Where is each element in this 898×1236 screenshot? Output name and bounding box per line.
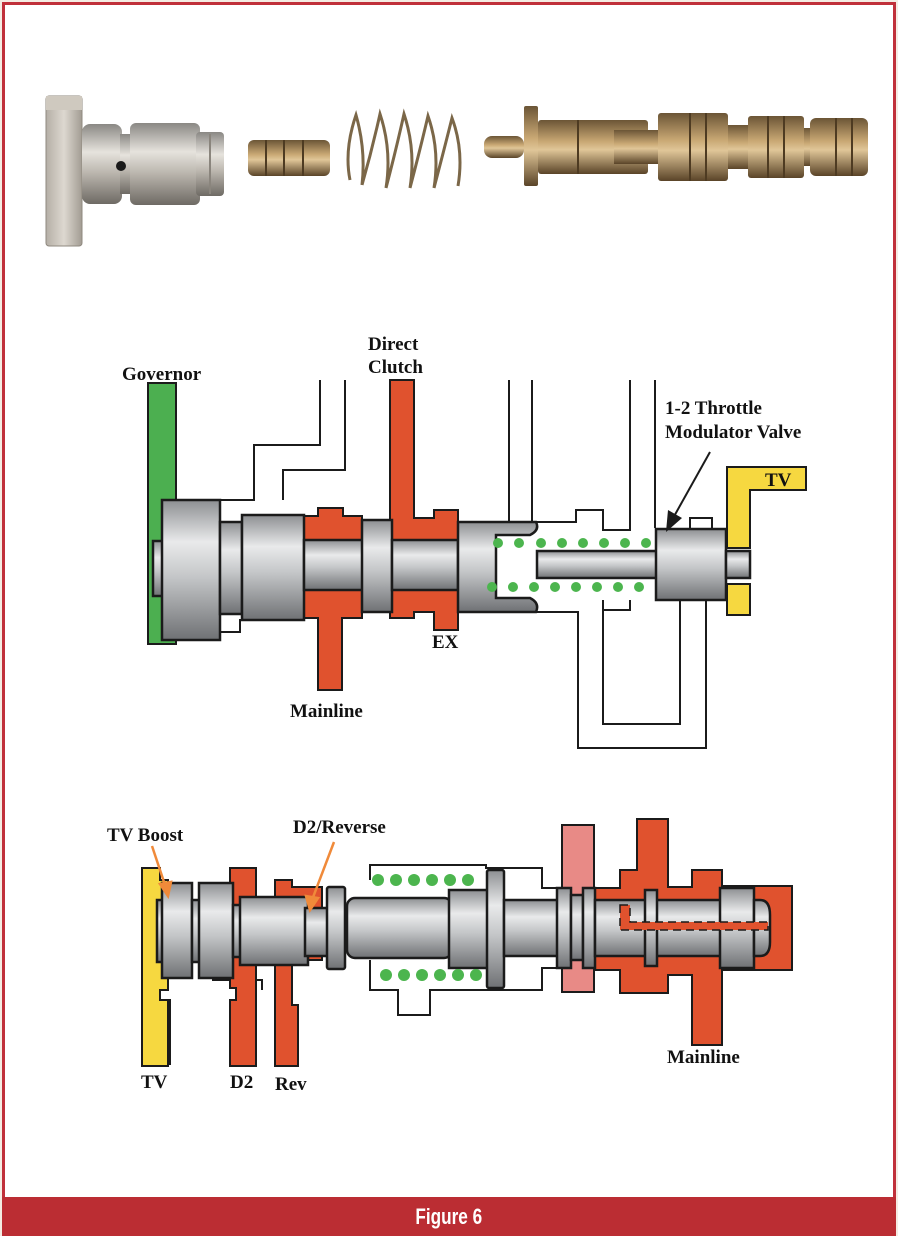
ex-label: EX (432, 632, 459, 653)
lower-tv-label: TV (141, 1072, 168, 1093)
upper-passage-outlines (178, 380, 713, 749)
governor-label: Governor (122, 364, 202, 385)
tv-label: TV (765, 470, 792, 491)
valve-parts-photo (45, 95, 868, 247)
small-spool-part (248, 140, 330, 176)
tv-boost-arrowhead-icon (157, 880, 173, 900)
mainline-label: Mainline (290, 701, 363, 722)
figure-caption-bar: Figure 6 (2, 1197, 896, 1236)
figure-caption: Figure 6 (415, 1203, 483, 1229)
d2-reverse-arrowhead-icon (304, 894, 321, 913)
valve-leader-arrow (666, 451, 711, 532)
d2-reverse-leader-arrow (310, 841, 336, 901)
d2-reverse-label: D2/Reverse (293, 817, 386, 838)
upper-spring-coils (487, 538, 651, 592)
lower-spool-valve (155, 868, 772, 990)
lower-spring-coils (372, 874, 482, 981)
lower-valve-diagram: TV Boost D2/Reverse TV D2 Rev Mainline (107, 817, 793, 1095)
direct-clutch-label-line2: Clutch (368, 357, 423, 378)
spring-part (346, 108, 462, 189)
upper-spool-valve (151, 498, 752, 642)
valve-label-line2: Modulator Valve (665, 422, 801, 443)
direct-clutch-oil-passage (389, 379, 459, 631)
mainline-oil-passage (302, 507, 363, 691)
d2-label: D2 (230, 1072, 253, 1093)
valve-sleeve-part (82, 123, 224, 205)
tv-boost-label: TV Boost (107, 825, 184, 846)
lower-leader-arrows (150, 841, 336, 913)
retainer-clip-part (45, 95, 83, 247)
rev-label: Rev (275, 1074, 307, 1095)
upper-valve-diagram: Governor Direct Clutch 1-2 Throttle Modu… (122, 334, 807, 749)
direct-clutch-label-line1: Direct (368, 334, 419, 355)
lower-mainline-label: Mainline (667, 1047, 740, 1068)
valve-label-line1: 1-2 Throttle (665, 398, 762, 419)
spool-internal-passage (619, 904, 769, 931)
long-spool-part (484, 106, 868, 186)
tv-boost-leader-arrow (150, 845, 168, 889)
